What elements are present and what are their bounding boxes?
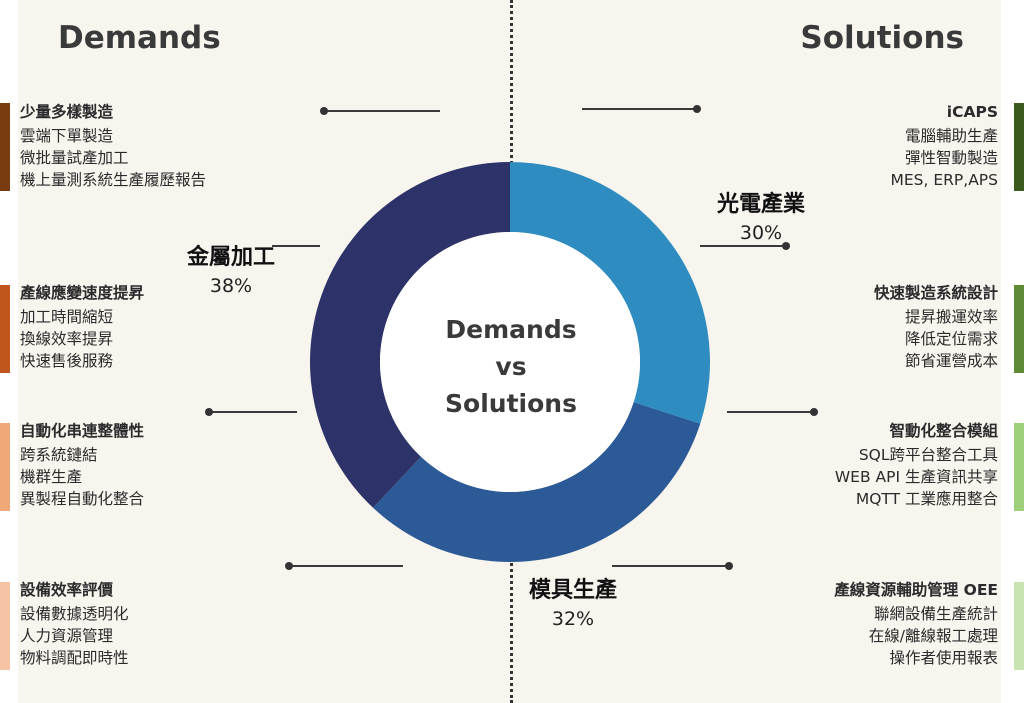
demand-block: 少量多樣製造 雲端下單製造 微批量試產加工 機上量測系統生產履歷報告	[20, 101, 206, 191]
demand-title: 自動化串連整體性	[20, 422, 145, 440]
solution-color-bar	[1014, 582, 1024, 670]
solution-block: 產線資源輔助管理 OEE 聯網設備生產統計 在線/離線報工處理 操作者使用報表	[834, 579, 998, 669]
donut-slice-1	[510, 162, 710, 424]
solution-block: iCAPS 電腦輔助生產 彈性智動製造 MES, ERP,APS	[891, 101, 999, 191]
demand-item: 機群生產	[20, 468, 83, 486]
demand-item: 加工時間縮短	[20, 308, 114, 326]
demand-color-bar	[0, 582, 10, 670]
solution-color-bar	[1014, 423, 1024, 511]
connector-dot	[285, 562, 293, 570]
solution-title: 快速製造系統設計	[873, 284, 998, 302]
demand-block: 自動化串連整體性 跨系統鏈結 機群生產 異製程自動化整合	[20, 420, 144, 510]
center-line: Demands	[445, 315, 577, 344]
connector-dot	[782, 242, 790, 250]
connector-dot	[810, 408, 818, 416]
connector-line	[582, 105, 701, 113]
solution-title: iCAPS	[946, 103, 998, 121]
solution-color-bar	[1014, 103, 1024, 191]
connector-line	[205, 408, 297, 416]
solution-title: 產線資源輔助管理 OEE	[834, 581, 998, 599]
solutions-heading: Solutions	[800, 20, 964, 56]
center-line: Solutions	[445, 389, 577, 418]
connector-line	[285, 562, 403, 570]
connector-dot	[725, 562, 733, 570]
solution-item: 彈性智動製造	[904, 149, 998, 167]
demand-item: 異製程自動化整合	[20, 490, 145, 508]
demand-title: 設備效率評價	[20, 581, 114, 599]
solution-item: 在線/離線報工處理	[868, 627, 998, 645]
connector-dot	[205, 408, 213, 416]
solution-item: MES, ERP,APS	[890, 171, 999, 189]
segment-name: 光電產業	[716, 192, 805, 217]
connector-dot	[320, 107, 328, 115]
demand-block: 設備效率評價 設備數據透明化 人力資源管理 物料調配即時性	[20, 579, 129, 669]
donut-hole	[380, 232, 640, 492]
center-line: vs	[495, 352, 527, 381]
demand-color-bar	[0, 103, 10, 191]
demands-heading: Demands	[58, 20, 221, 56]
demand-item: 微批量試產加工	[20, 149, 129, 167]
demand-title: 少量多樣製造	[20, 103, 114, 121]
demand-item: 機上量測系統生產履歷報告	[20, 171, 207, 189]
solution-item: SQL跨平台整合工具	[858, 446, 998, 464]
solution-item: 節省運營成本	[904, 352, 998, 370]
demand-item: 快速售後服務	[20, 352, 114, 370]
segment-name: 模具生產	[528, 578, 617, 603]
segment-label-mold: 模具生產 32%	[518, 572, 628, 630]
solution-item: 聯網設備生產統計	[873, 605, 998, 623]
label-connector-line	[700, 242, 790, 250]
demand-item: 跨系統鏈結	[20, 446, 98, 464]
solution-color-bar	[1014, 285, 1024, 373]
donut-slice-3	[310, 162, 510, 508]
segment-label-metal: 金屬加工 38%	[176, 239, 286, 297]
demand-item: 人力資源管理	[20, 627, 114, 645]
connector-line	[727, 408, 818, 416]
solution-item: WEB API 生產資訊共享	[834, 468, 998, 486]
connector-line	[612, 562, 733, 570]
solution-item: 電腦輔助生產	[904, 127, 998, 145]
donut-center-text: Demands vs Solutions	[411, 311, 611, 422]
demand-color-bar	[0, 423, 10, 511]
solution-item: MQTT 工業應用整合	[855, 490, 998, 508]
donut-slice-2	[373, 402, 701, 562]
connector-dot	[693, 105, 701, 113]
solution-title: 智動化整合模組	[889, 422, 998, 440]
demand-block: 產線應變速度提昇 加工時間縮短 換線效率提昇 快速售後服務	[20, 282, 144, 372]
demand-title: 產線應變速度提昇	[20, 284, 145, 302]
solution-item: 提昇搬運效率	[904, 308, 998, 326]
segment-value: 38%	[209, 275, 253, 297]
solution-block: 智動化整合模組 SQL跨平台整合工具 WEB API 生產資訊共享 MQTT 工…	[835, 420, 998, 510]
demand-item: 設備數據透明化	[20, 605, 129, 623]
segment-value: 30%	[739, 222, 783, 244]
demand-item: 雲端下單製造	[20, 127, 114, 145]
demand-color-bar	[0, 285, 10, 373]
solution-item: 降低定位需求	[904, 330, 998, 348]
label-connector-line	[272, 245, 320, 247]
connector-line	[320, 107, 440, 115]
demand-item: 換線效率提昇	[20, 330, 114, 348]
segment-value: 32%	[551, 608, 595, 630]
solution-block: 快速製造系統設計 提昇搬運效率 降低定位需求 節省運營成本	[874, 282, 998, 372]
demand-item: 物料調配即時性	[20, 649, 129, 667]
segment-label-optoelectronics: 光電產業 30%	[706, 186, 816, 244]
segment-name: 金屬加工	[186, 245, 275, 270]
solution-item: 操作者使用報表	[889, 649, 998, 667]
